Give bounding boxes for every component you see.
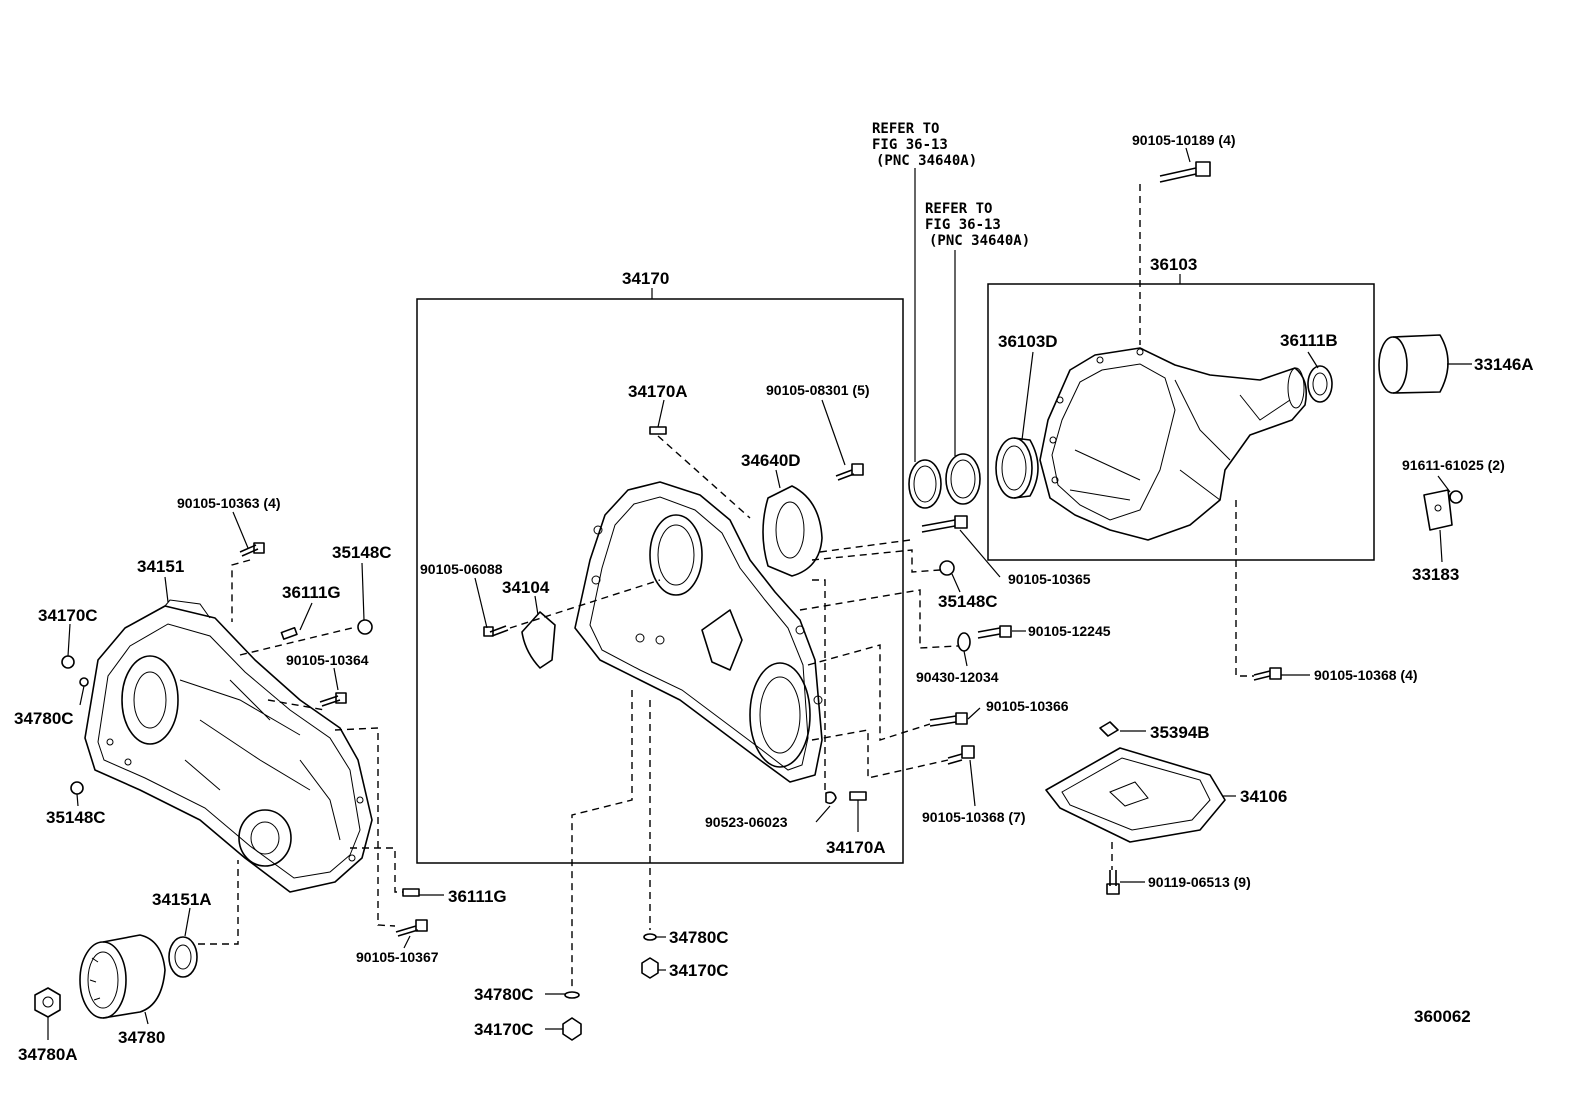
group-box-36103 — [987, 283, 1375, 561]
label-90105-10368-4: 90105-10368 (4) — [1314, 667, 1418, 683]
alignment-lines — [198, 184, 1254, 990]
label-90430-12034: 90430-12034 — [916, 669, 999, 685]
label-90105-10189: 90105-10189 (4) — [1132, 132, 1236, 148]
extension-housing-36103-drawing — [1039, 347, 1308, 541]
refer-note-1-line2: FIG 36-13 — [872, 137, 948, 153]
label-34151: 34151 — [137, 557, 184, 576]
oring-34780C-mid-drawing — [643, 933, 657, 941]
refer-note-2-line3: (PNC 34640A) — [929, 233, 1030, 249]
label-34106: 34106 — [1240, 787, 1287, 806]
bolt-90119-06513-drawing — [1106, 870, 1120, 895]
label-36103D: 36103D — [998, 332, 1058, 351]
bolt-90105-10368-7-drawing — [947, 745, 975, 765]
label-36111G-top: 36111G — [282, 583, 341, 602]
bolt-90105-12245-drawing — [977, 625, 1012, 639]
label-36111G-bot: 36111G — [448, 887, 507, 906]
bracket-33183-drawing — [1423, 489, 1463, 531]
refer-note-1-line1: REFER TO — [872, 121, 939, 137]
bolt-90105-10363-drawing — [239, 542, 265, 557]
refer-note-2-line1: REFER TO — [925, 201, 992, 217]
label-34151A: 34151A — [152, 890, 212, 909]
cover-33146A-drawing — [1378, 334, 1449, 394]
center-plate-34170-drawing — [574, 481, 823, 783]
plug-34170C-bot-drawing — [562, 1017, 582, 1041]
label-35148C-top: 35148C — [332, 543, 392, 562]
label-90105-10364: 90105-10364 — [286, 652, 369, 668]
washer-90430-12034-drawing — [957, 632, 971, 652]
oring-34780C-left-drawing — [79, 677, 89, 687]
nut-34780A-drawing — [34, 987, 61, 1018]
label-90105-06088: 90105-06088 — [420, 561, 503, 577]
nut-34170C-left-drawing — [61, 655, 75, 669]
clip-90523-06023-drawing — [825, 791, 837, 805]
adapter-34780-drawing — [79, 934, 166, 1019]
label-90523-06023: 90523-06023 — [705, 814, 788, 830]
label-34780C-left: 34780C — [14, 709, 74, 728]
label-90105-08301: 90105-08301 (5) — [766, 382, 870, 398]
plate-34104-drawing — [521, 611, 556, 669]
label-90105-10366: 90105-10366 — [986, 698, 1069, 714]
label-34170C-bot: 34170C — [474, 1020, 534, 1039]
bolt-90105-10189-drawing — [1159, 161, 1211, 183]
nut-35148C-top-drawing — [357, 619, 373, 635]
label-35148C-mid: 35148C — [938, 592, 998, 611]
oil-seal-34151A-drawing — [168, 936, 198, 978]
bolt-90105-08301-drawing — [835, 463, 864, 481]
label-34780A: 34780A — [18, 1045, 78, 1064]
ring-refer-2-drawing — [945, 453, 981, 505]
plug-34170C-mid-drawing — [641, 957, 659, 979]
label-90105-10365: 90105-10365 — [1008, 571, 1091, 587]
label-34780C-mid: 34780C — [669, 928, 729, 947]
pin-34170A-top-drawing — [649, 426, 667, 435]
label-90105-10368-7: 90105-10368 (7) — [922, 809, 1026, 825]
refer-note-1-line3: (PNC 34640A) — [876, 153, 977, 169]
label-90105-10367: 90105-10367 — [356, 949, 439, 965]
label-91611-61025: 91611-61025 (2) — [1402, 457, 1505, 473]
oil-seal-36111B-drawing — [1307, 365, 1333, 403]
plate-34640D-drawing — [762, 485, 823, 577]
label-34104: 34104 — [502, 578, 550, 597]
bolt-90105-10366-drawing — [929, 712, 968, 727]
label-34170A-top: 34170A — [628, 382, 688, 401]
bolt-90105-10365-drawing — [921, 515, 968, 533]
label-34170C-mid: 34170C — [669, 961, 729, 980]
label-34780C-bot: 34780C — [474, 985, 534, 1004]
label-90119-06513: 90119-06513 (9) — [1148, 874, 1251, 890]
nut-35148C-left-drawing — [70, 781, 84, 795]
refer-note-2-line2: FIG 36-13 — [925, 217, 1001, 233]
label-33146A: 33146A — [1474, 355, 1534, 374]
oil-seal-36103D-drawing — [995, 437, 1039, 499]
label-figure-id: 360062 — [1414, 1007, 1471, 1026]
pin-34170A-bot-drawing — [849, 791, 867, 801]
bolt-90105-06088-drawing — [483, 625, 509, 637]
group-box-34170 — [416, 298, 904, 864]
nut-35148C-mid-drawing — [939, 560, 955, 576]
bolt-90105-10368-4-drawing — [1253, 667, 1282, 681]
front-case-34151-drawing — [84, 599, 373, 893]
label-34170C-left: 34170C — [38, 606, 98, 625]
oil-pan-34106-drawing — [1045, 747, 1226, 843]
label-34640D: 34640D — [741, 451, 801, 470]
label-90105-10363: 90105-10363 (4) — [177, 495, 281, 511]
bolt-90105-10367-drawing — [395, 919, 428, 937]
leader-lines — [47, 147, 1472, 1040]
label-35148C-left: 35148C — [46, 808, 106, 827]
label-33183: 33183 — [1412, 565, 1459, 584]
magnet-35394B-drawing — [1099, 721, 1119, 737]
label-34170: 34170 — [622, 269, 669, 288]
bolt-90105-10364-drawing — [319, 692, 347, 707]
label-34780: 34780 — [118, 1028, 165, 1047]
label-36103: 36103 — [1150, 255, 1197, 274]
label-36111B: 36111B — [1280, 331, 1338, 350]
ring-refer-1-drawing — [908, 459, 942, 509]
pin-36111G-top-drawing — [280, 626, 298, 640]
pin-36111G-bot-drawing — [402, 888, 420, 897]
label-34170A-bot: 34170A — [826, 838, 886, 857]
label-90105-12245: 90105-12245 — [1028, 623, 1111, 639]
oring-34780C-bot-drawing — [564, 991, 580, 999]
label-35394B: 35394B — [1150, 723, 1210, 742]
